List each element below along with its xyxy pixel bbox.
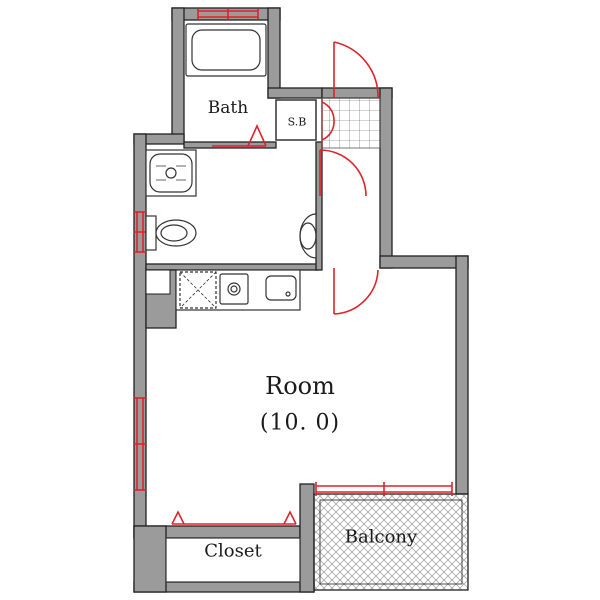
toilet-tank xyxy=(145,215,157,251)
bathtub xyxy=(185,23,267,77)
wall-toilet-bottom xyxy=(145,263,319,271)
wall-entry-left xyxy=(315,141,323,271)
washer-pan xyxy=(145,149,197,197)
windows xyxy=(134,9,453,525)
wall-bath-right xyxy=(267,7,281,99)
doors xyxy=(319,41,379,315)
shoe-box-label: S.B xyxy=(287,115,307,129)
balcony-area xyxy=(313,493,469,591)
bath-label: Bath xyxy=(207,98,249,118)
room-label: Room xyxy=(265,372,335,400)
fixtures xyxy=(145,23,317,583)
wall-right-step xyxy=(379,255,469,269)
wall-bath-top xyxy=(171,7,281,21)
closet-label: Closet xyxy=(204,540,262,562)
wall-bath-left xyxy=(171,7,185,143)
wall-entry-right xyxy=(379,87,393,269)
wall-mid-left xyxy=(133,133,147,539)
wall-sb-top xyxy=(267,87,323,99)
kitchen-sink xyxy=(265,275,297,301)
toilet-bowl xyxy=(155,219,197,247)
wall-bath-bottom xyxy=(183,141,277,149)
wall-closet-right xyxy=(299,483,315,593)
closet-box xyxy=(165,537,301,583)
balcony-label: Balcony xyxy=(344,526,418,548)
wall-closet-left-pier xyxy=(133,525,167,593)
entrance-tile xyxy=(321,97,381,149)
wash-basin xyxy=(299,213,317,259)
wall-right xyxy=(455,255,469,495)
stove xyxy=(219,273,249,305)
room-area-label: (10. 0) xyxy=(259,410,341,436)
shoe-box xyxy=(275,99,317,141)
